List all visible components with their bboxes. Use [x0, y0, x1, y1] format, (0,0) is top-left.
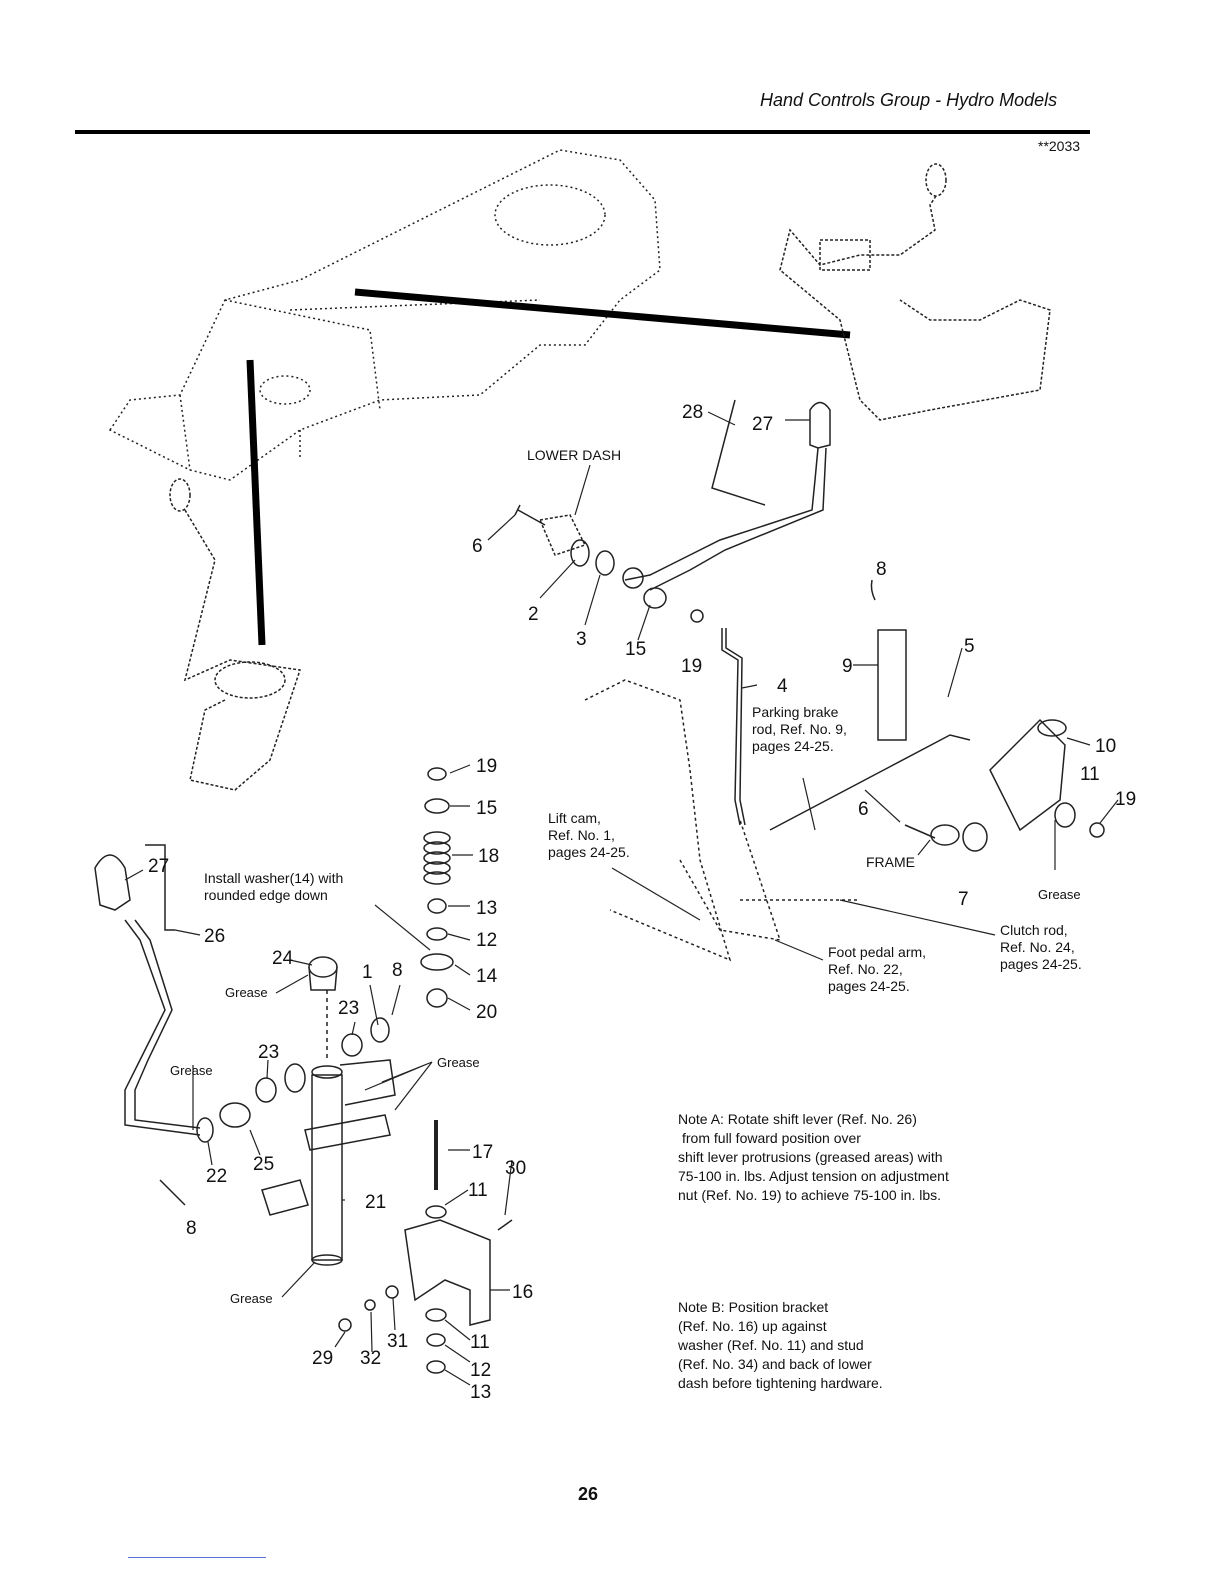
- callout-26: 26: [204, 926, 225, 947]
- frame-hardware-drawing: [904, 802, 1105, 852]
- right-lever-assembly-drawing: [779, 163, 1051, 421]
- brake-linkage-drawing: [721, 579, 1067, 832]
- callout-7: 7: [958, 889, 969, 910]
- foot-pedal-drawing: [584, 679, 860, 962]
- callout-21: 21: [365, 1192, 386, 1213]
- dash-assembly-drawing: [108, 149, 661, 481]
- callout-10: 10: [1095, 736, 1116, 757]
- hardware-stack-drawing: [420, 767, 454, 1008]
- grease-label-lever: Grease: [170, 1063, 213, 1078]
- callout-28: 28: [682, 402, 703, 423]
- lower-dash-hardware-drawing: [514, 504, 704, 623]
- callout-12-stack: 12: [476, 930, 497, 951]
- callout-6-top: 6: [472, 536, 483, 557]
- callout-13-lower: 13: [470, 1382, 491, 1403]
- callout-27-left: 27: [148, 856, 169, 877]
- callout-23-upper: 23: [338, 998, 359, 1019]
- callout-8-mid: 8: [392, 960, 403, 981]
- callout-14: 14: [476, 966, 498, 987]
- callout-11-lower: 11: [470, 1332, 490, 1353]
- callout-18: 18: [478, 846, 499, 867]
- callout-11-right: 11: [1080, 764, 1100, 785]
- callout-9: 9: [842, 656, 853, 677]
- callout-30: 30: [505, 1158, 526, 1179]
- label-lower-dash: LOWER DASH: [527, 447, 622, 463]
- part-number-callouts: 28 27 6 2 3 15 19 8 5 9 4 10 11 19 6 7 1…: [148, 402, 1136, 1403]
- note-a: Note A: Rotate shift lever (Ref. No. 26)…: [678, 1111, 949, 1203]
- callout-1: 1: [362, 962, 373, 983]
- callout-20: 20: [476, 1002, 497, 1023]
- footer-link-underline: [128, 1557, 266, 1558]
- page-number: 26: [578, 1484, 599, 1504]
- callout-17: 17: [472, 1142, 493, 1163]
- header-rule: [75, 130, 1090, 134]
- note-b: Note B: Position bracket (Ref. No. 16) u…: [678, 1299, 883, 1391]
- shift-lever-drawing: [622, 399, 831, 591]
- callout-19-stack: 19: [476, 756, 497, 777]
- label-lift-cam: Lift cam, Ref. No. 1, pages 24-25.: [548, 810, 630, 860]
- label-parking-brake: Parking brake rod, Ref. No. 9, pages 24-…: [752, 704, 847, 754]
- label-frame: FRAME: [866, 854, 915, 870]
- callout-8-right: 8: [876, 559, 887, 580]
- callout-5: 5: [964, 636, 975, 657]
- callout-19-top: 19: [681, 656, 702, 677]
- callout-15-stack: 15: [476, 798, 497, 819]
- callout-24: 24: [272, 948, 294, 969]
- callout-4: 4: [777, 676, 788, 697]
- callout-32: 32: [360, 1348, 381, 1369]
- callout-31: 31: [387, 1331, 408, 1352]
- callout-25: 25: [253, 1154, 274, 1175]
- diagram-code: **2033: [1038, 138, 1081, 154]
- grease-label-24: Grease: [225, 985, 268, 1000]
- callout-11-upper: 11: [468, 1180, 488, 1201]
- callout-23-lower: 23: [258, 1042, 279, 1063]
- main-shift-lever-drawing: [94, 844, 201, 1136]
- callout-16: 16: [512, 1282, 533, 1303]
- callout-22: 22: [206, 1166, 227, 1187]
- callout-6-frame: 6: [858, 799, 869, 820]
- grease-label-protrusions: Grease: [437, 1055, 480, 1070]
- grease-label-shaft: Grease: [230, 1291, 273, 1306]
- callout-3: 3: [576, 629, 587, 650]
- callout-27-top: 27: [752, 414, 773, 435]
- page-header-title: Hand Controls Group - Hydro Models: [760, 90, 1058, 110]
- callout-15-top: 15: [625, 639, 646, 660]
- label-clutch-rod: Clutch rod, Ref. No. 24, pages 24-25.: [1000, 922, 1082, 972]
- callout-12-lower: 12: [470, 1360, 491, 1381]
- callout-29: 29: [312, 1348, 333, 1369]
- leader-lines: [124, 411, 1119, 1386]
- left-lever-drawing: [169, 478, 301, 791]
- callout-13-stack: 13: [476, 898, 497, 919]
- label-foot-pedal: Foot pedal arm, Ref. No. 22, pages 24-25…: [828, 944, 927, 994]
- callout-19-right: 19: [1115, 789, 1136, 810]
- bracket-stud-drawing: [338, 1120, 513, 1374]
- grease-label-right: Grease: [1038, 887, 1081, 902]
- callout-2: 2: [528, 604, 539, 625]
- label-install-washer: Install washer(14) with rounded edge dow…: [204, 870, 344, 903]
- callout-8-left: 8: [186, 1218, 197, 1239]
